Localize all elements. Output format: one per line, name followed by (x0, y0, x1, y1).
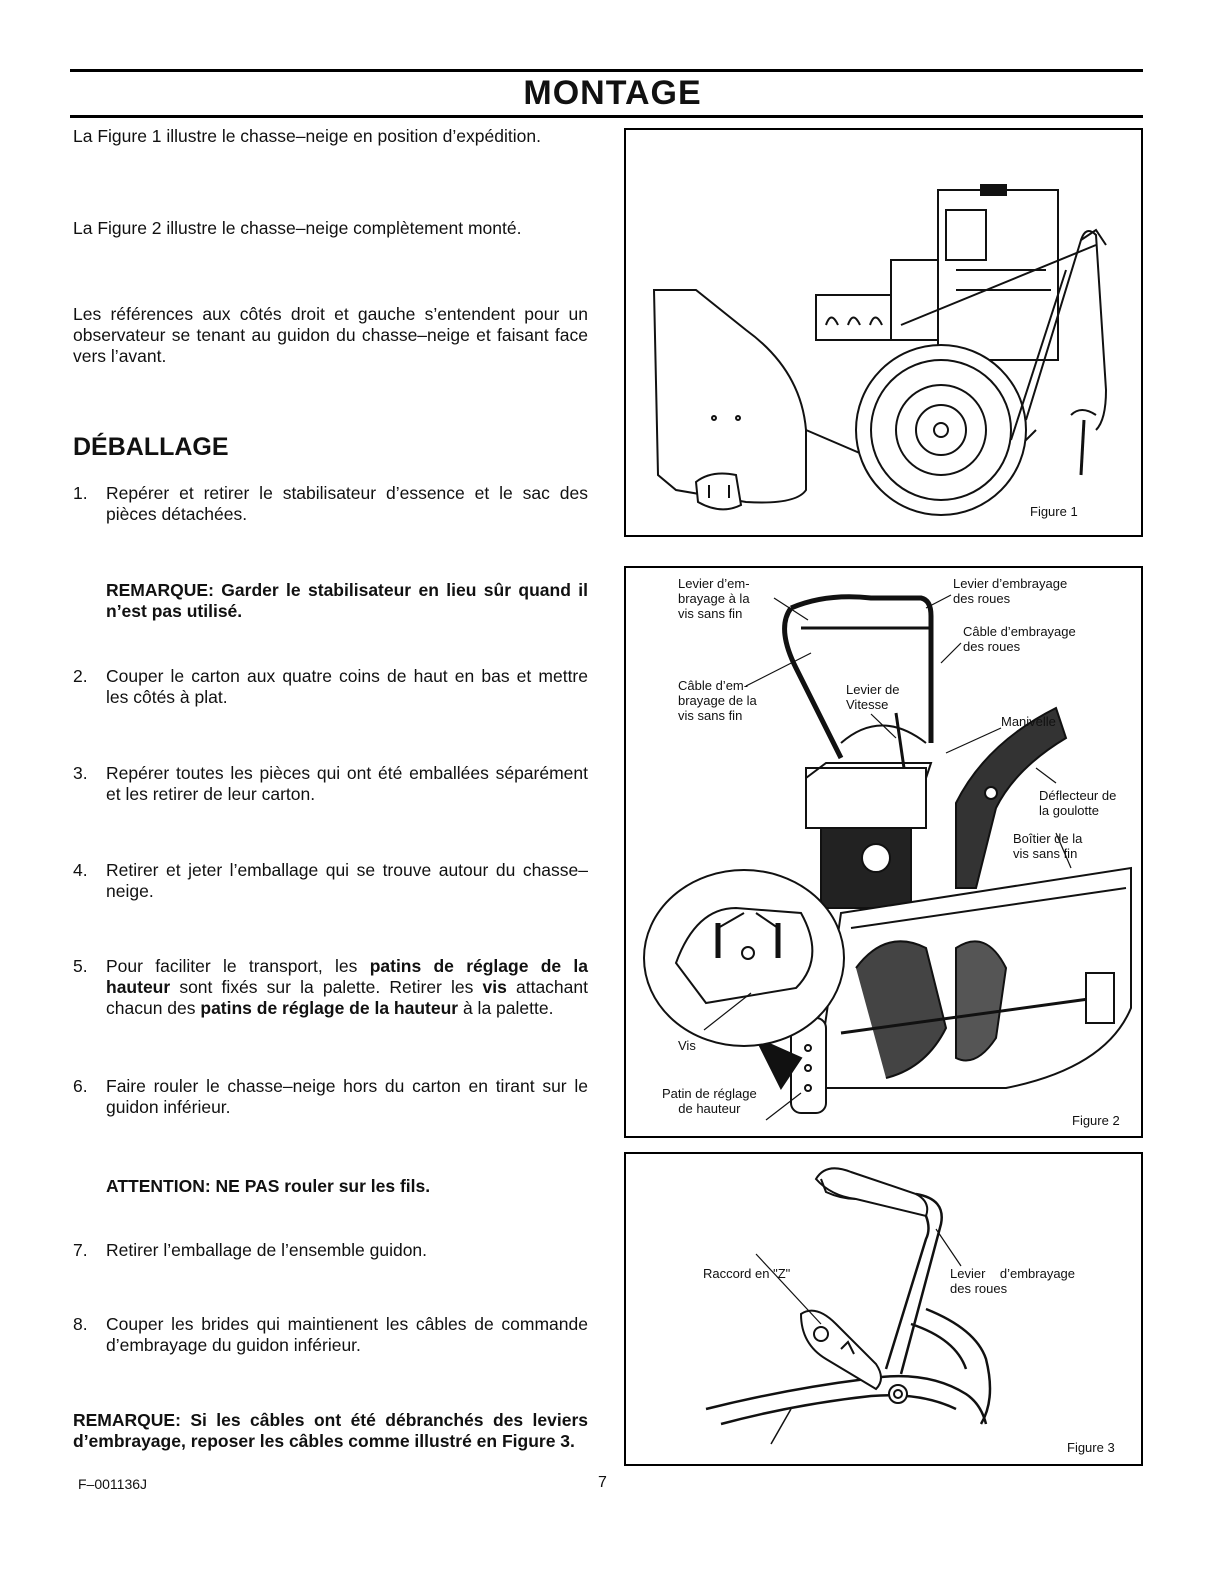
step-text-part: attachant chacun des (106, 977, 588, 1018)
step-number: 4. (73, 860, 88, 880)
step-text: Couper les brides qui maintienent les câ… (106, 1314, 588, 1355)
note-attention: ATTENTION: NE PAS rouler sur les fils. (106, 1176, 431, 1196)
handle-cable-illustration (705, 1167, 992, 1445)
step-text-bold: patins de réglage de la hauteur (106, 956, 589, 997)
figure-1-caption: Figure 1 (1030, 504, 1078, 519)
step-text: Faire rouler le chasse–neige hors du car… (106, 1076, 588, 1117)
section-heading: DÉBALLAGE (73, 433, 229, 461)
label-speed-lever: Levier de Vitesse (846, 682, 900, 712)
label-z-fitting: Raccord en "Z" (703, 1266, 791, 1281)
figure-3-caption: Figure 3 (1067, 1440, 1115, 1455)
step-text: Retirer l’emballage de l’ensemble guidon… (106, 1240, 428, 1260)
label-screw: Vis (678, 1038, 696, 1053)
label-wheel-clutch-lever: Levier d’embrayage des roues (953, 576, 1068, 606)
step-text: Pour faciliter le transport, les patins … (106, 956, 588, 1019)
label-chute-deflector: Déflecteur de la goulotte (1039, 788, 1117, 818)
step-text-part: Pour faciliter le transport, les (106, 956, 370, 976)
label-crank: Manivelle (1001, 714, 1056, 729)
step-number: 5. (73, 956, 88, 976)
label-auger-housing: Boîtier de la vis sans fin (1013, 831, 1083, 861)
note-remarque-2: REMARQUE: Si les câbles ont été débranch… (73, 1410, 588, 1451)
step-text: Repérer toutes les pièces qui ont été em… (106, 763, 588, 804)
intro-paragraph-1: La Figure 1 illustre le chasse–neige en … (73, 126, 541, 146)
step-text-bold: patins de réglage de la hauteur (200, 998, 459, 1018)
label-auger-clutch-lever: Levier d’em- brayage à la vis sans fin (678, 576, 750, 621)
step-number: 2. (73, 666, 88, 686)
figure-2-caption: Figure 2 (1072, 1113, 1120, 1128)
step-text: Repérer et retirer le stabilisateur d’es… (106, 483, 588, 524)
step-text-part: à la palette. (458, 998, 554, 1018)
figure-2: Levier d’em- brayage à la vis sans fin L… (624, 566, 1143, 1138)
label-height-skid: Patin de réglage de hauteur (662, 1086, 757, 1116)
step-number: 7. (73, 1240, 88, 1260)
step-number: 6. (73, 1076, 88, 1096)
step-text: Retirer et jeter l’emballage qui se trou… (106, 860, 588, 901)
snowblower-shipping-illustration (652, 184, 1108, 516)
title-underline (70, 115, 1143, 118)
page-number: 7 (598, 1474, 607, 1491)
intro-paragraph-2: La Figure 2 illustre le chasse–neige com… (73, 218, 522, 238)
note-remarque-1: REMARQUE: Garder le stabilisateur en lie… (106, 580, 588, 621)
step-number: 1. (73, 483, 88, 503)
text-column: La Figure 1 illustre le chasse–neige en … (73, 0, 588, 1585)
step-text-bold: vis (482, 977, 507, 997)
intro-paragraph-3: Les références aux côtés droit et gauche… (73, 304, 588, 366)
step-text-part: sont fixés sur la palette. Retirer les (170, 977, 483, 997)
step-number: 8. (73, 1314, 88, 1334)
label-wheel-clutch-cable: Câble d’embrayage des roues (963, 624, 1076, 654)
page-title: MONTAGE (523, 74, 702, 112)
document-code: F–001136J (78, 1476, 148, 1492)
label-wheel-clutch-lever: Levier d’embrayage des roues (950, 1266, 1076, 1296)
step-text: Couper le carton aux quatre coins de hau… (106, 666, 588, 707)
snowblower-assembled-illustration (643, 594, 1132, 1121)
top-rule (70, 69, 1143, 72)
label-auger-clutch-cable: Câble d’em- brayage de la vis sans fin (678, 678, 757, 723)
figure-3: Raccord en "Z" Levier d’embrayage des ro… (624, 1152, 1143, 1466)
figure-1: Figure 1 (624, 128, 1143, 537)
step-number: 3. (73, 763, 88, 783)
